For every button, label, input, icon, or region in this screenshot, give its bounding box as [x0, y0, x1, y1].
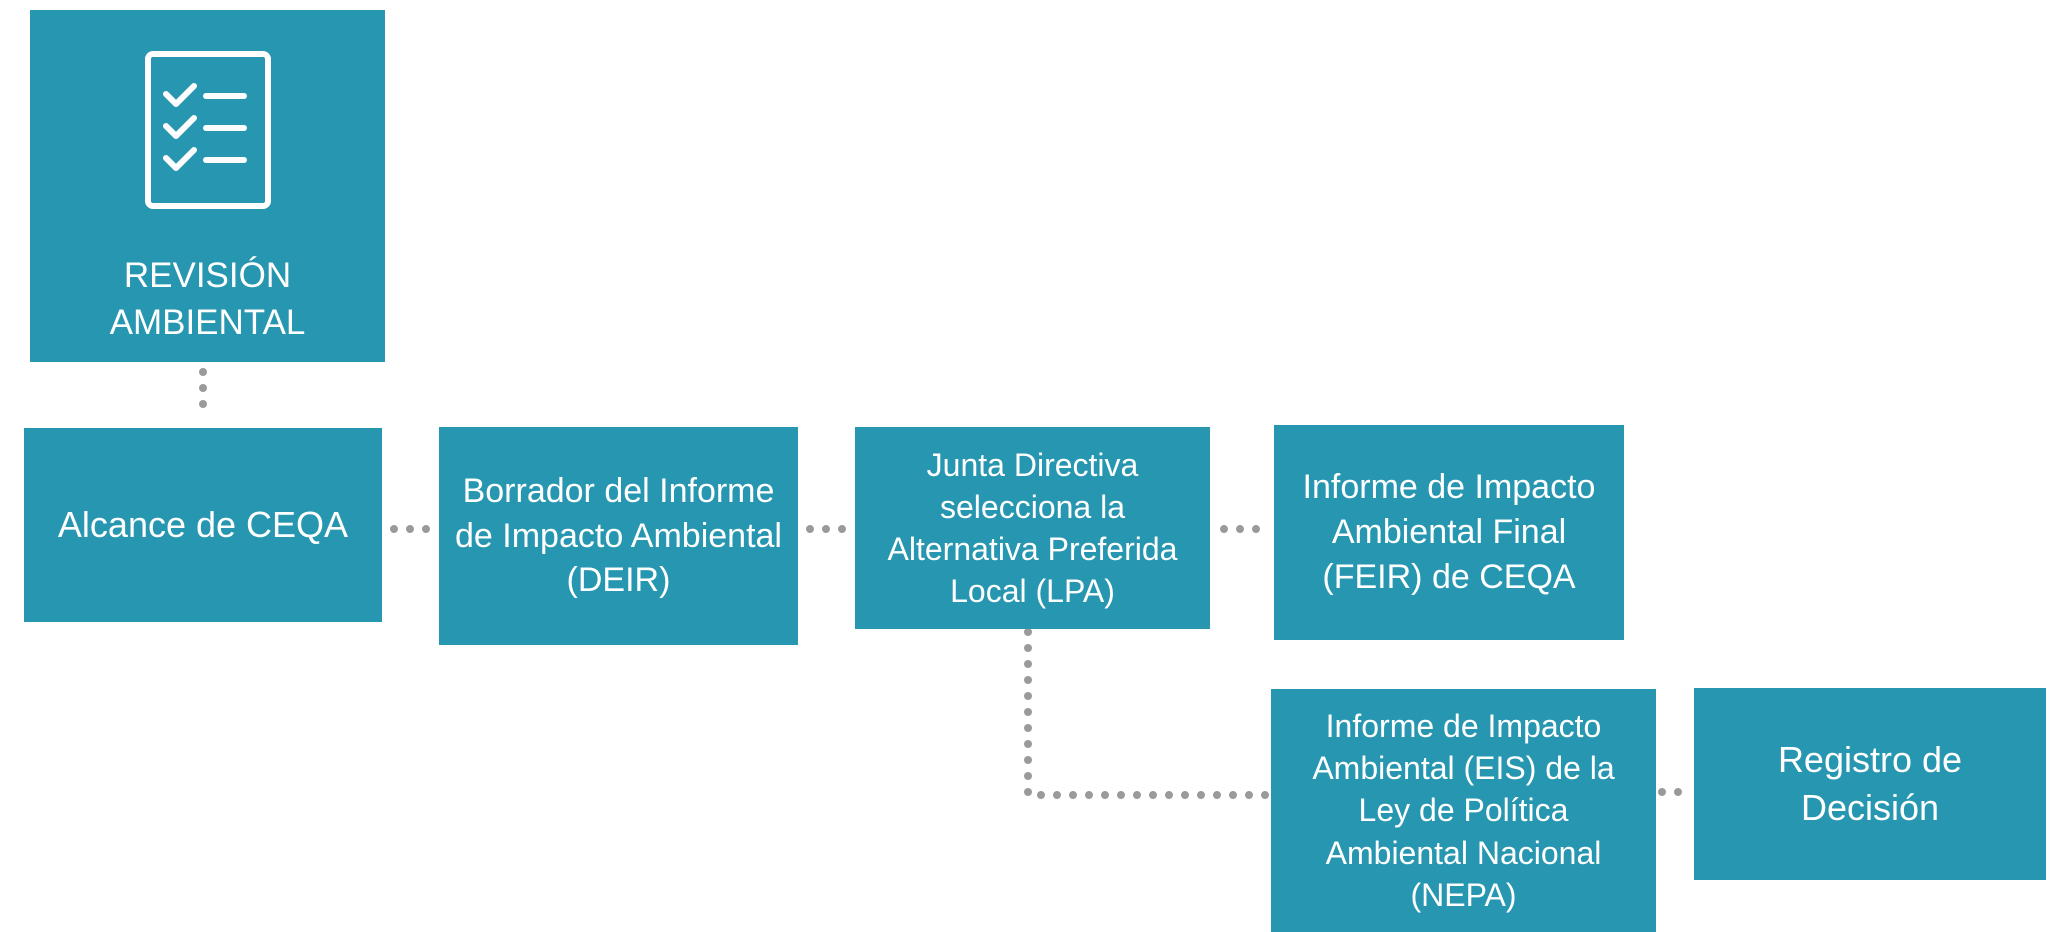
node-ceqa-scope-label: Alcance de CEQA	[57, 504, 349, 546]
node-deir-label: Borrador del Informe de Impacto Ambienta…	[455, 471, 782, 600]
node-record-of-decision: Registro de Decisión	[1694, 688, 2046, 880]
node-ceqa-scope: Alcance de CEQA	[24, 428, 382, 622]
title-line-1: REVISIÓN	[123, 256, 292, 295]
connector-lpa-to-nepa	[1024, 628, 1270, 799]
node-deir: Borrador del Informe de Impacto Ambienta…	[439, 427, 798, 645]
node-feir-label: Informe de Impacto Ambiental Final (FEIR…	[1302, 468, 1596, 596]
title-line-2: AMBIENTAL	[109, 303, 306, 343]
node-lpa: Junta Directiva selecciona la Alternativ…	[855, 427, 1210, 629]
environmental-review-header: REVISIÓN AMBIENTAL	[30, 10, 385, 362]
node-nepa: Informe de Impacto Ambiental (EIS) de la…	[1271, 689, 1656, 932]
node-feir: Informe de Impacto Ambiental Final (FEIR…	[1274, 425, 1624, 640]
node-record-of-decision-label: Registro de Decisión	[1777, 739, 1963, 828]
node-nepa-label: Informe de Impacto Ambiental (EIS) de la…	[1312, 707, 1615, 913]
section-title: REVISIÓN AMBIENTAL	[110, 252, 306, 347]
node-lpa-label: Junta Directiva selecciona la Alternativ…	[887, 446, 1178, 610]
checklist-icon	[144, 50, 272, 210]
